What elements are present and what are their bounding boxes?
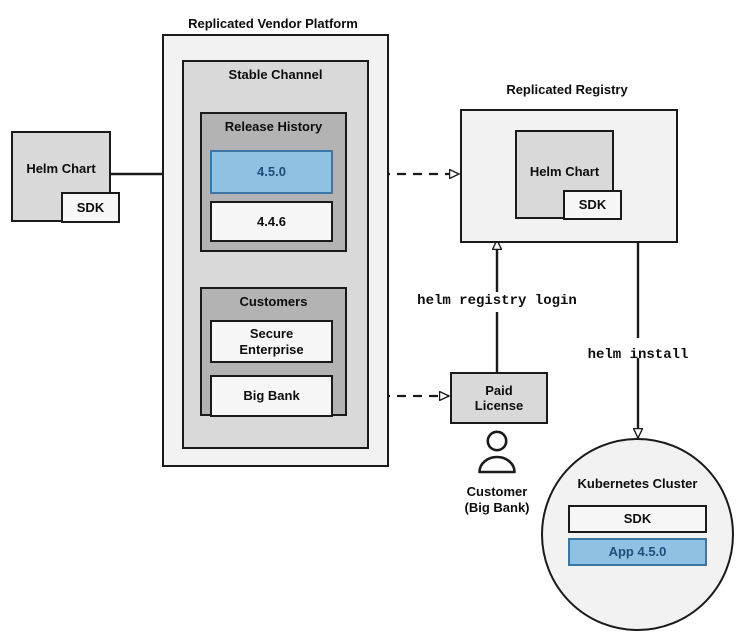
source-helm-chart-sdk[interactable]: SDK xyxy=(61,192,120,223)
paid-license-line1: Paid xyxy=(485,382,513,398)
customer-actor-caption: Customer (Big Bank) xyxy=(427,484,567,515)
kubernetes-cluster-label: Kubernetes Cluster xyxy=(577,476,698,491)
person-icon xyxy=(478,430,516,474)
release-history-label: Release History xyxy=(224,119,323,134)
registry-helm-chart-sdk[interactable]: SDK xyxy=(563,190,622,220)
customer-secure-enterprise-line2: Enterprise xyxy=(239,341,304,357)
stable-channel-label: Stable Channel xyxy=(228,67,323,82)
customer-secure-enterprise[interactable]: Secure Enterprise xyxy=(210,320,333,363)
command-helm-registry-login: helm registry login xyxy=(417,293,577,309)
registry-title: Replicated Registry xyxy=(506,82,628,97)
command-helm-install: helm install xyxy=(587,347,689,363)
customer-actor-line2: (Big Bank) xyxy=(464,499,530,515)
cluster-component-app[interactable]: App 4.5.0 xyxy=(568,538,707,566)
paid-license-line2: License xyxy=(474,398,524,413)
release-item-4-4-6-label: 4.4.6 xyxy=(257,213,286,229)
customer-secure-enterprise-line1: Secure xyxy=(249,326,294,342)
customers-label: Customers xyxy=(239,294,308,309)
customer-actor-line1: Customer xyxy=(466,484,528,499)
source-helm-chart-label: Helm Chart xyxy=(26,161,96,176)
registry-helm-chart-sdk-label: SDK xyxy=(578,197,607,213)
platform-title: Replicated Vendor Platform xyxy=(188,16,358,31)
release-item-4-4-6[interactable]: 4.4.6 xyxy=(210,201,333,242)
kubernetes-cluster[interactable] xyxy=(541,438,734,631)
cluster-component-sdk[interactable]: SDK xyxy=(568,505,707,533)
source-helm-chart-sdk-label: SDK xyxy=(76,199,105,215)
customer-big-bank[interactable]: Big Bank xyxy=(210,375,333,417)
registry-helm-chart-label: Helm Chart xyxy=(529,164,600,179)
cluster-component-app-label: App 4.5.0 xyxy=(608,544,667,560)
release-item-4-5-0[interactable]: 4.5.0 xyxy=(210,150,333,194)
cluster-component-sdk-label: SDK xyxy=(623,511,652,527)
release-item-4-5-0-label: 4.5.0 xyxy=(257,164,286,180)
paid-license[interactable]: Paid License xyxy=(450,372,548,424)
customer-big-bank-label: Big Bank xyxy=(243,388,300,404)
